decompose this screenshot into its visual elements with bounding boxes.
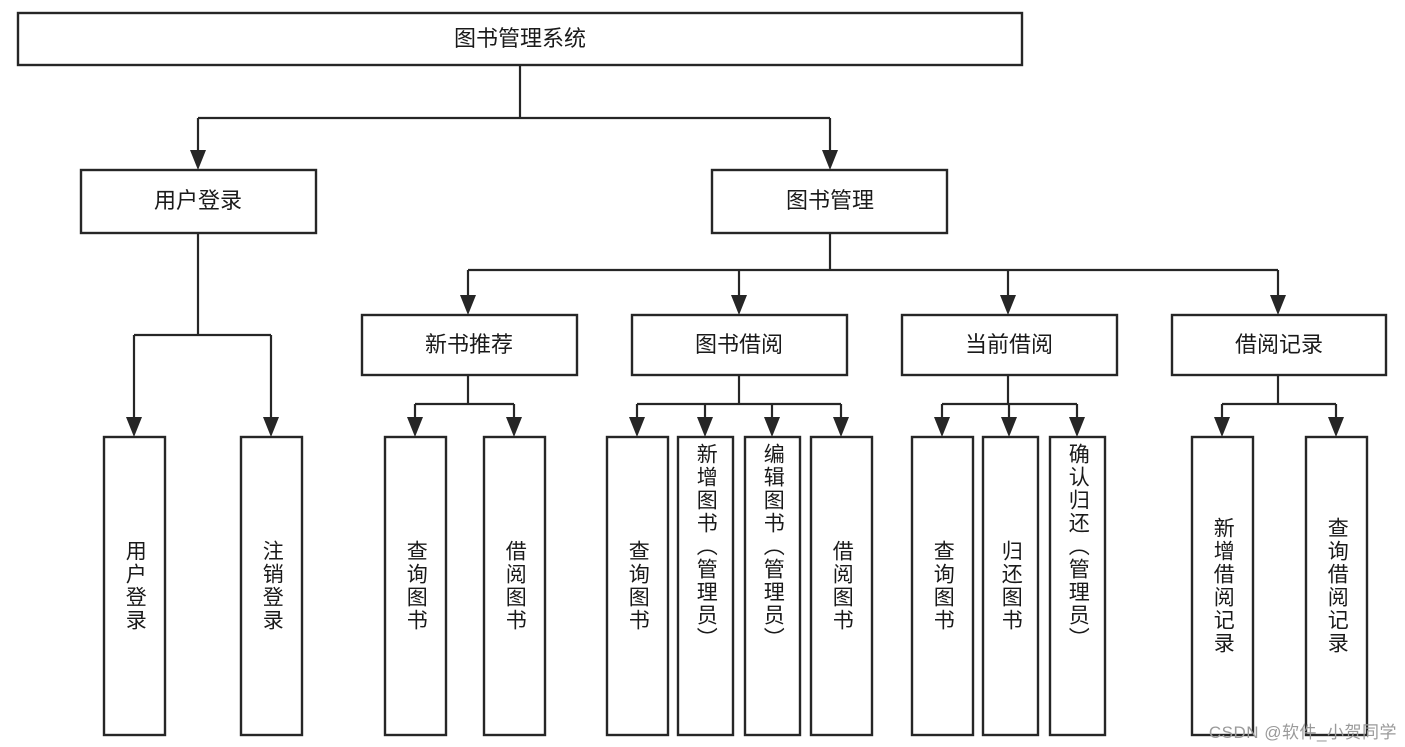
arrow-to-borrow-record [1270,295,1286,315]
arrow-to-leaf-add-record [1214,417,1230,437]
node-book-manage[interactable]: 图书管理 [710,168,949,235]
node-user-login-box[interactable] [79,168,318,235]
arrow-to-leaf-query-record [1328,417,1344,437]
node-new-book-recommend[interactable]: 新书推荐 [360,313,579,377]
arrow-to-leaf-borrow-book-1 [506,417,522,437]
node-current-borrow-box[interactable] [900,313,1119,377]
leaf-box-return-book[interactable] [981,435,1040,737]
node-new-book-recommend-box[interactable] [360,313,579,377]
node-book-borrow[interactable]: 图书借阅 [630,313,849,377]
node-root-label: 图书管理系统 [454,26,586,51]
leaf-box-logout-login[interactable] [239,435,304,737]
leaf-box-add-book[interactable] [676,435,735,737]
node-new-book-recommend-label: 新书推荐 [425,332,513,357]
node-book-manage-label: 图书管理 [786,188,874,213]
node-root-box[interactable] [16,11,1024,67]
arrow-to-leaf-edit-book [764,417,780,437]
leaf-box-borrow-book-1[interactable] [482,435,547,737]
node-current-borrow[interactable]: 当前借阅 [900,313,1119,377]
leaf-box-user-login[interactable] [102,435,167,737]
arrow-to-leaf-query-book-3 [934,417,950,437]
leaf-box-borrow-book-2[interactable] [809,435,874,737]
arrow-to-leaf-user-login [126,417,142,437]
node-root[interactable]: 图书管理系统 [16,11,1024,67]
arrow-to-book-borrow [731,295,747,315]
arrow-to-leaf-logout-login [263,417,279,437]
leaf-node-layer [102,435,1369,737]
csdn-watermark: CSDN @软件_小贺同学 [1208,723,1397,742]
leaf-box-query-book-2[interactable] [605,435,670,737]
arrow-to-leaf-confirm-return [1069,417,1085,437]
arrow-to-leaf-borrow-book-2 [833,417,849,437]
node-user-login-label: 用户登录 [154,188,242,213]
leaf-box-confirm-return[interactable] [1048,435,1107,737]
node-book-borrow-label: 图书借阅 [695,332,783,357]
arrow-to-leaf-add-book [697,417,713,437]
arrow-to-leaf-query-book-1 [407,417,423,437]
leaf-box-query-book-1[interactable] [383,435,448,737]
arrow-to-leaf-return-book [1001,417,1017,437]
connector-layer [126,65,1344,437]
leaf-box-edit-book[interactable] [743,435,802,737]
node-current-borrow-label: 当前借阅 [965,332,1053,357]
leaf-box-add-record[interactable] [1190,435,1255,737]
node-borrow-record[interactable]: 借阅记录 [1170,313,1388,377]
node-borrow-record-label: 借阅记录 [1235,332,1323,357]
arrow-to-user-login [190,150,206,170]
arrow-to-leaf-query-book-2 [629,417,645,437]
arrow-to-book-manage [822,150,838,170]
arrow-to-new-book-recommend [460,295,476,315]
node-user-login[interactable]: 用户登录 [79,168,318,235]
node-book-borrow-box[interactable] [630,313,849,377]
leaf-box-query-book-3[interactable] [910,435,975,737]
leaf-box-query-record[interactable] [1304,435,1369,737]
arrow-to-current-borrow [1000,295,1016,315]
node-book-manage-box[interactable] [710,168,949,235]
node-borrow-record-box[interactable] [1170,313,1388,377]
